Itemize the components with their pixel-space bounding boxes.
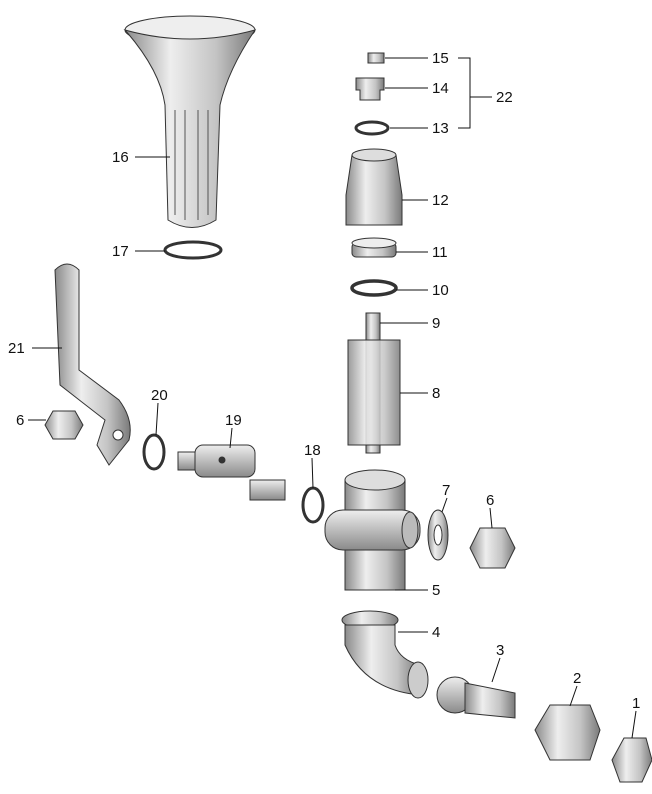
part-10-ring (350, 279, 398, 297)
part-2-coupling-nut (534, 704, 601, 761)
label-9: 9 (432, 315, 441, 332)
part-6-nut-left (44, 410, 84, 440)
part-5-valve-body (324, 469, 421, 591)
part-14-nut (355, 77, 385, 101)
label-10: 10 (432, 282, 449, 299)
label-19: 19 (225, 412, 242, 429)
leader-lines (28, 57, 637, 739)
part-17-ring (163, 240, 223, 260)
label-3: 3 (496, 642, 505, 659)
label-15: 15 (432, 50, 449, 67)
label-1: 1 (632, 695, 641, 712)
part-15-cap (367, 52, 385, 64)
part-6-nut-right (469, 527, 516, 569)
part-12-sleeve (345, 154, 403, 226)
part-13-ring (354, 120, 390, 136)
label-5: 5 (432, 582, 441, 599)
label-17: 17 (112, 243, 129, 260)
part-16-faucet-body (123, 15, 257, 228)
label-22: 22 (496, 89, 513, 106)
part-4-elbow (341, 610, 429, 699)
label-14: 14 (432, 80, 449, 97)
part-18-ring (301, 486, 325, 524)
label-13: 13 (432, 120, 449, 137)
label-18: 18 (304, 442, 321, 459)
label-16: 16 (112, 149, 129, 166)
label-21: 21 (8, 340, 25, 357)
label-4: 4 (432, 624, 441, 641)
part-3-nipple (436, 676, 516, 719)
label-7: 7 (442, 482, 451, 499)
label-6-right: 6 (486, 492, 495, 509)
part-19-stem (177, 444, 286, 501)
label-12: 12 (432, 192, 449, 209)
label-20: 20 (151, 387, 168, 404)
part-1-nut (611, 737, 652, 783)
part-20-ring (142, 433, 166, 471)
part-8-shank (347, 339, 401, 446)
label-2: 2 (573, 670, 582, 687)
label-11: 11 (432, 244, 448, 261)
part-21-lever (54, 263, 131, 466)
label-6-left: 6 (16, 412, 25, 429)
label-8: 8 (432, 385, 441, 402)
